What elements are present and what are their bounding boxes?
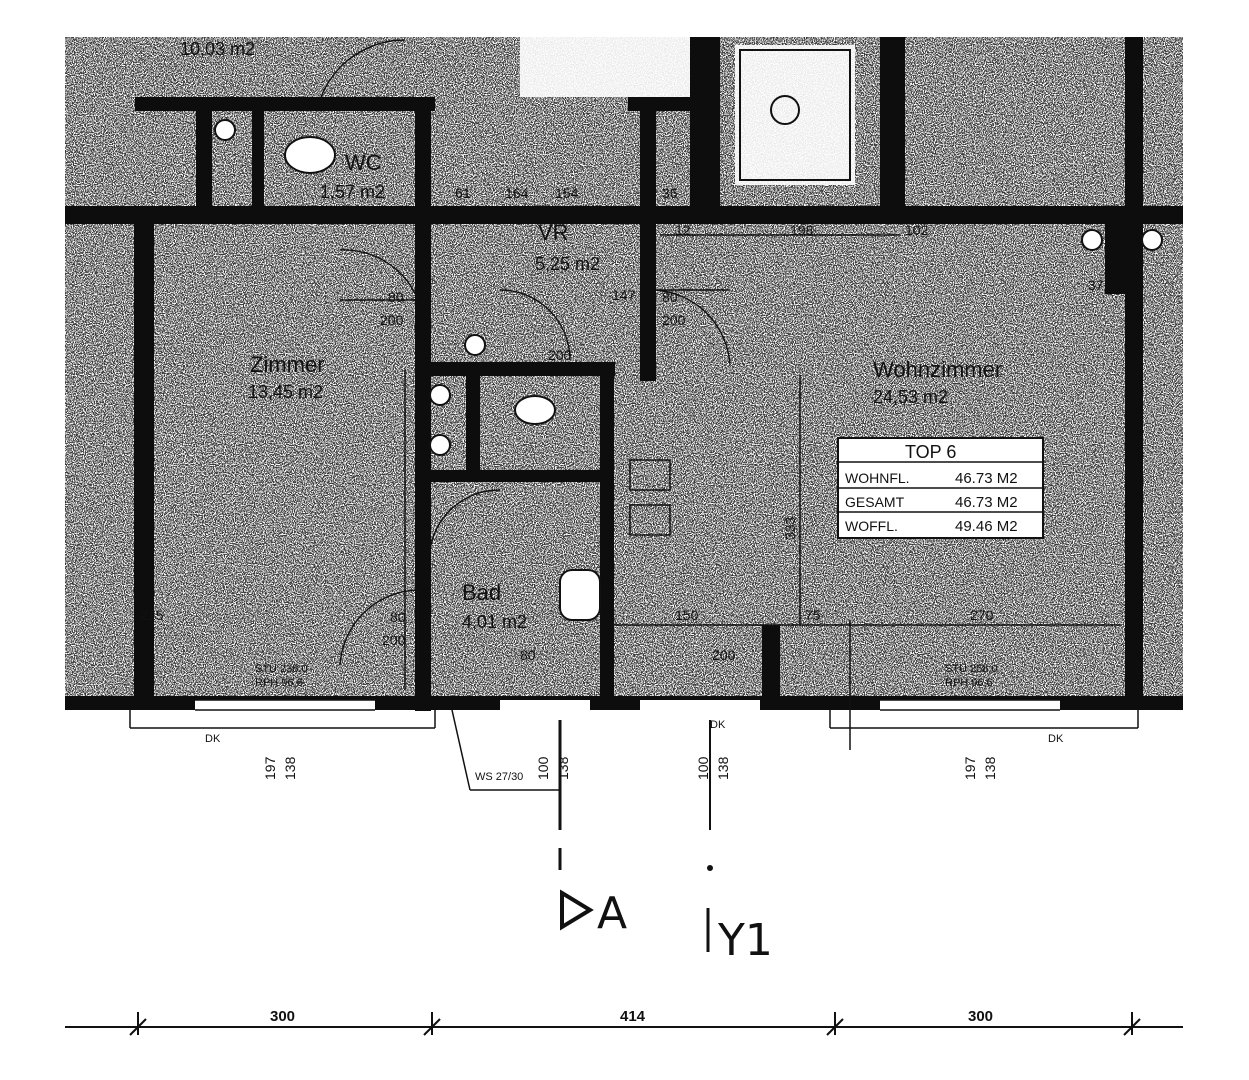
section-marker: A Y1 bbox=[558, 720, 773, 966]
dim-154: 154 bbox=[555, 185, 579, 201]
section-label: A bbox=[597, 888, 627, 939]
dim-150: 150 bbox=[675, 607, 699, 623]
zimmer-name: Zimmer bbox=[250, 352, 325, 377]
section-arrow-icon bbox=[560, 889, 594, 931]
v-197-b: 197 bbox=[962, 756, 978, 780]
dim-200-b: 200 bbox=[662, 312, 686, 328]
hatch-fill bbox=[65, 37, 1183, 707]
top-row-label-3: WOFFL. bbox=[845, 518, 898, 534]
room-zones bbox=[520, 37, 855, 185]
bad-area: 4,01 m2 bbox=[462, 612, 527, 632]
dim-12: 12 bbox=[675, 222, 691, 238]
dim-200-c: 200 bbox=[382, 632, 406, 648]
dim-80-a: 80 bbox=[388, 289, 404, 305]
v-197-a: 197 bbox=[262, 756, 278, 780]
v-138-d: 138 bbox=[982, 756, 998, 780]
dk-note-1: DK bbox=[205, 733, 221, 745]
v-138-c: 138 bbox=[715, 756, 731, 780]
vr-area: 5,25 m2 bbox=[535, 254, 600, 274]
dim-333: 333 bbox=[782, 516, 798, 540]
dim-80-c: 80 bbox=[390, 609, 406, 625]
dim-61: 61 bbox=[455, 185, 471, 201]
bottom-dimension-chain: 300 414 300 bbox=[65, 1008, 1183, 1036]
dimension-lines bbox=[404, 234, 1120, 791]
vr-name: VR bbox=[538, 220, 569, 245]
dk-note-3: DK bbox=[1048, 733, 1064, 745]
v-100-a: 100 bbox=[535, 756, 551, 780]
top-left-room-area: 10,03 m2 bbox=[180, 39, 255, 59]
v-100-b: 100 bbox=[695, 756, 711, 780]
dim-164: 164 bbox=[505, 185, 529, 201]
dim-198: 198 bbox=[790, 222, 814, 238]
stu-note-2: STU 258,0 bbox=[945, 663, 998, 675]
walls bbox=[65, 37, 1183, 729]
top-row-value-1: 46.73 M2 bbox=[955, 470, 1018, 487]
bottom-dim-2: 414 bbox=[620, 1008, 646, 1025]
zimmer-area: 13,45 m2 bbox=[248, 382, 323, 402]
top-row-value-2: 46.73 M2 bbox=[955, 494, 1018, 511]
wc-name: WC bbox=[345, 150, 382, 175]
bad-name: Bad bbox=[462, 580, 501, 605]
bottom-dim-3: 300 bbox=[968, 1008, 993, 1025]
dimension-labels: 80 200 80 200 80 200 147 200 150 80 200 … bbox=[140, 185, 1104, 663]
top-box-title: TOP 6 bbox=[905, 442, 956, 462]
wc-area: 1,57 m2 bbox=[320, 182, 385, 202]
dim-80-e: 80 bbox=[520, 647, 536, 663]
rph-note-1: RPH 96,6 bbox=[255, 677, 303, 689]
dim-200-e: 200 bbox=[712, 647, 736, 663]
fixtures bbox=[214, 49, 1163, 621]
dk-note-2: DK bbox=[710, 719, 726, 731]
axis-label: Y1 bbox=[717, 915, 773, 966]
exterior-notes: WS 27/30 DK DK DK 197 138 100 138 100 13… bbox=[205, 663, 1064, 783]
stu-note-1: STU 238,0 bbox=[255, 663, 308, 675]
top-row-label-1: WOHNFL. bbox=[845, 470, 910, 486]
dim-200-a: 200 bbox=[380, 312, 404, 328]
door-swings bbox=[319, 39, 731, 666]
room-labels: 10,03 m2 WC 1,57 m2 VR 5,25 m2 Zimmer 13… bbox=[180, 39, 1002, 632]
wohnzimmer-name: Wohnzimmer bbox=[873, 357, 1002, 382]
top-row-label-2: GESAMT bbox=[845, 494, 905, 510]
dim-147: 147 bbox=[612, 287, 636, 303]
dim-75: 75 bbox=[805, 607, 821, 623]
dim-215: 215 bbox=[140, 607, 164, 623]
dim-80-b: 80 bbox=[662, 289, 678, 305]
dim-36: 36 bbox=[662, 185, 678, 201]
ws-note: WS 27/30 bbox=[475, 771, 523, 783]
dim-37: 37 bbox=[1088, 277, 1104, 293]
v-138-a: 138 bbox=[282, 756, 298, 780]
v-138-b: 138 bbox=[555, 756, 571, 780]
wohnzimmer-area: 24,53 m2 bbox=[873, 387, 948, 407]
dim-102: 102 bbox=[905, 222, 929, 238]
top-row-value-3: 49.46 M2 bbox=[955, 518, 1018, 535]
rph-note-2: RPH 96,6 bbox=[945, 677, 993, 689]
dim-200-d: 200 bbox=[548, 347, 572, 363]
dim-270: 270 bbox=[970, 607, 994, 623]
bottom-dim-1: 300 bbox=[270, 1008, 295, 1025]
top-info-box: TOP 6 WOHNFL. 46.73 M2 GESAMT 46.73 M2 W… bbox=[837, 437, 1044, 539]
